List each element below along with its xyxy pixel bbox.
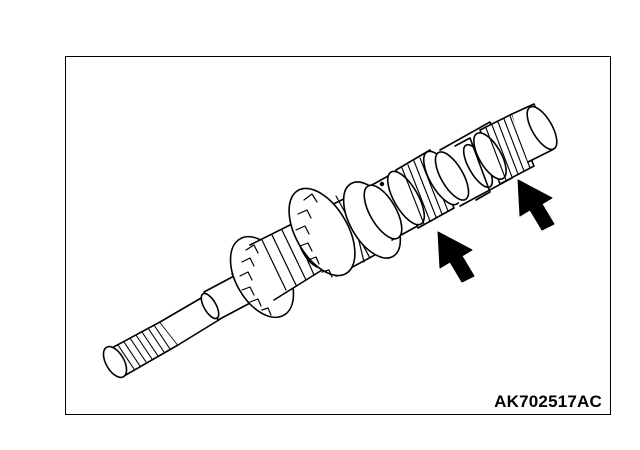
needle-bearing-right bbox=[473, 113, 535, 185]
left-spline-end bbox=[102, 321, 179, 379]
indicator-arrow-1 bbox=[437, 231, 475, 283]
right-shaft-end bbox=[511, 103, 558, 163]
indicator-arrow-2 bbox=[517, 179, 555, 231]
figure-frame bbox=[65, 56, 611, 415]
helical-gear-large bbox=[288, 181, 402, 278]
figure-code-label: AK702517AC bbox=[494, 392, 602, 411]
